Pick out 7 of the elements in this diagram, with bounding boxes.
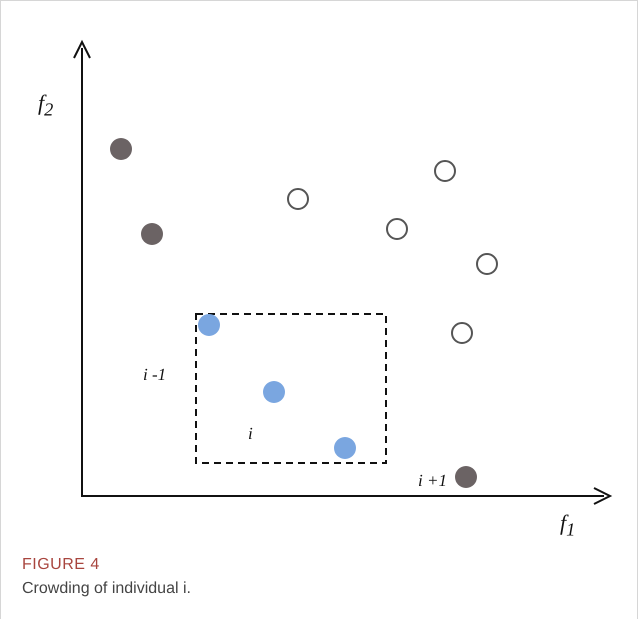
figure-title: FIGURE 4 [22,556,100,574]
axis-label: f$_{2}$ [38,92,54,119]
axis-label: i -1 [143,366,166,383]
axis-label: f$_{1}$ [560,512,576,539]
axis-label: i [248,425,253,442]
axis-label: i +1 [418,472,447,489]
figure-caption: Crowding of individual i. [22,580,191,598]
